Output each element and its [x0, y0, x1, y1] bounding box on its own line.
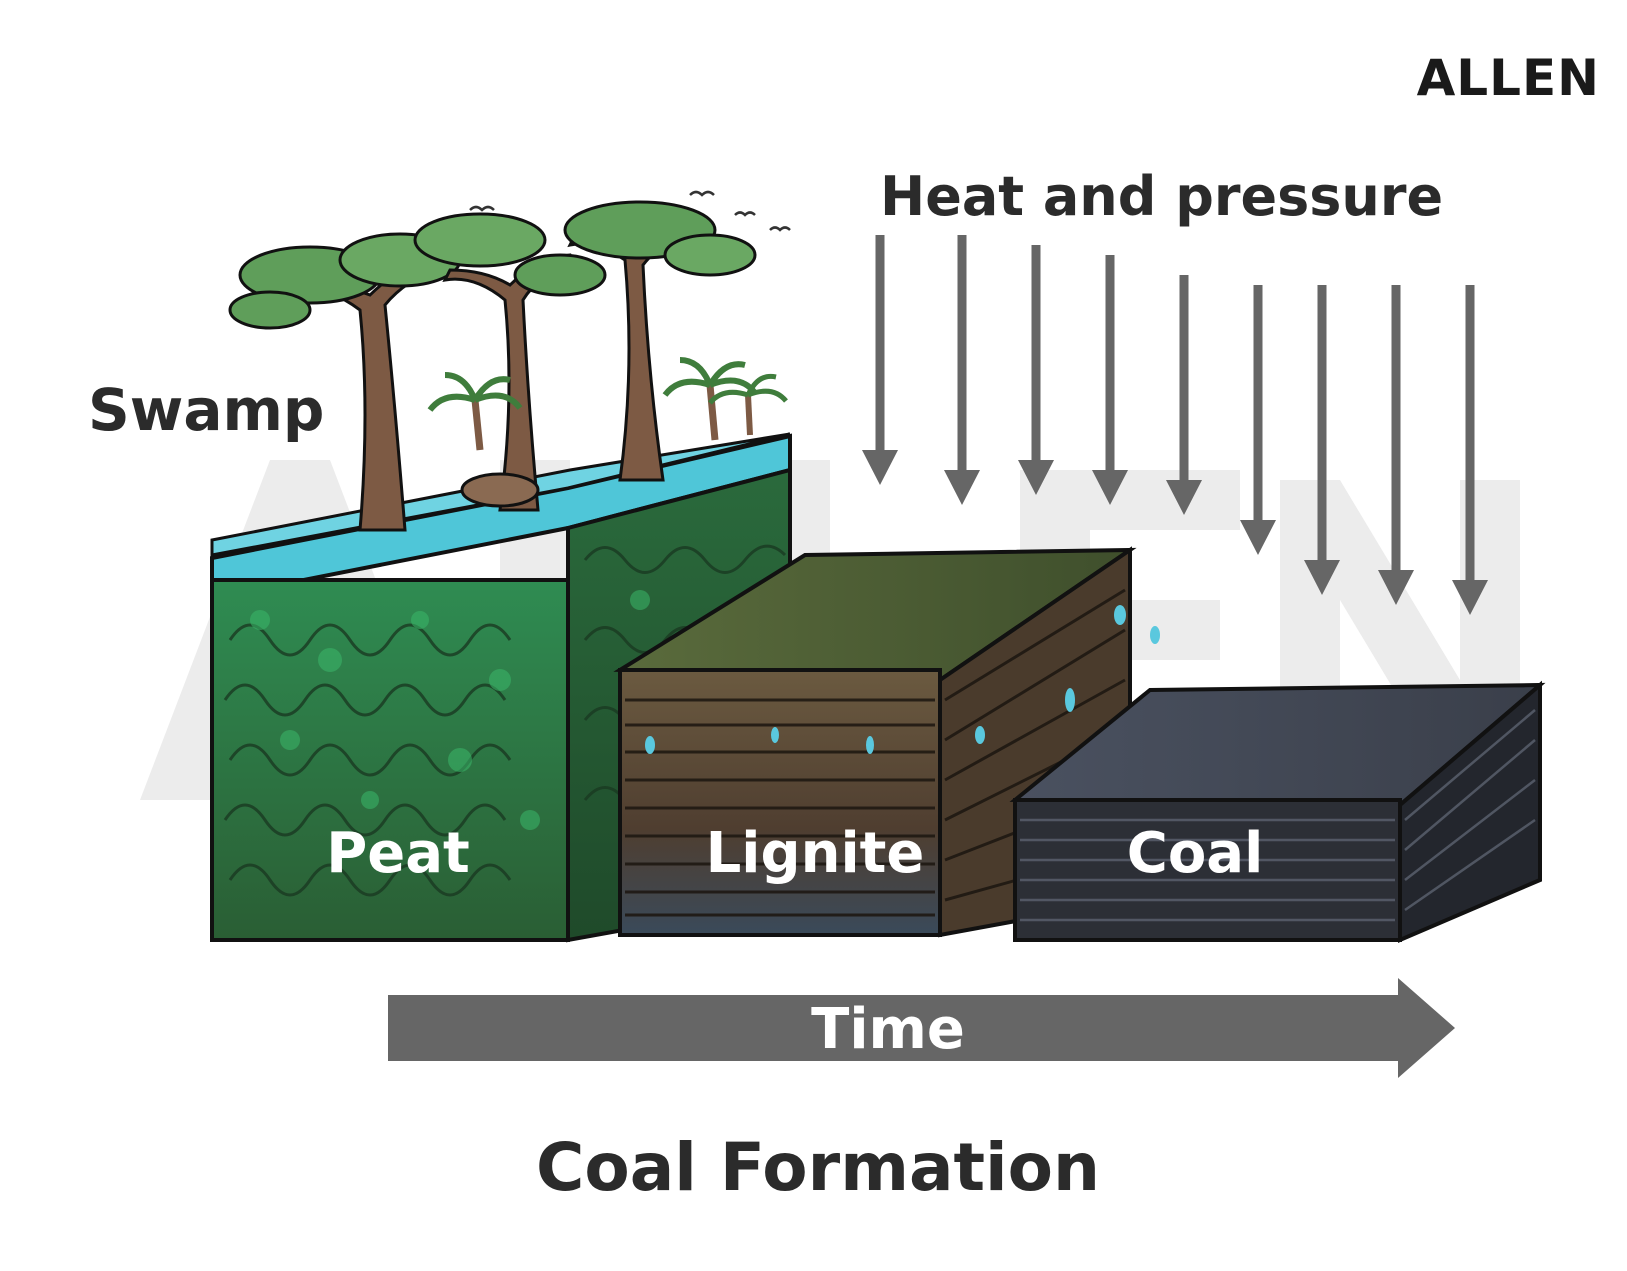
swamp-trees — [228, 190, 791, 532]
pressure-arrows — [862, 235, 1488, 615]
diagram-title: Coal Formation — [536, 1129, 1100, 1206]
down-arrow-icon — [1304, 285, 1340, 595]
peat-label: Peat — [326, 821, 470, 886]
swamp-label: Swamp — [88, 376, 324, 444]
down-arrow-icon — [1092, 255, 1128, 505]
down-arrow-icon — [1166, 275, 1202, 515]
heat-pressure-label: Heat and pressure — [880, 165, 1443, 228]
time-label: Time — [811, 997, 965, 1062]
right-arrow-icon — [388, 978, 1455, 1078]
lignite-label: Lignite — [706, 821, 925, 886]
down-arrow-icon — [1378, 285, 1414, 605]
down-arrow-icon — [1018, 245, 1054, 495]
coal-block — [1009, 680, 1546, 944]
down-arrow-icon — [944, 235, 980, 505]
coal-label: Coal — [1127, 821, 1264, 886]
down-arrow-icon — [862, 235, 898, 485]
down-arrow-icon — [1452, 285, 1488, 615]
down-arrow-icon — [1240, 285, 1276, 555]
allen-logo: ALLEN — [1417, 49, 1600, 107]
